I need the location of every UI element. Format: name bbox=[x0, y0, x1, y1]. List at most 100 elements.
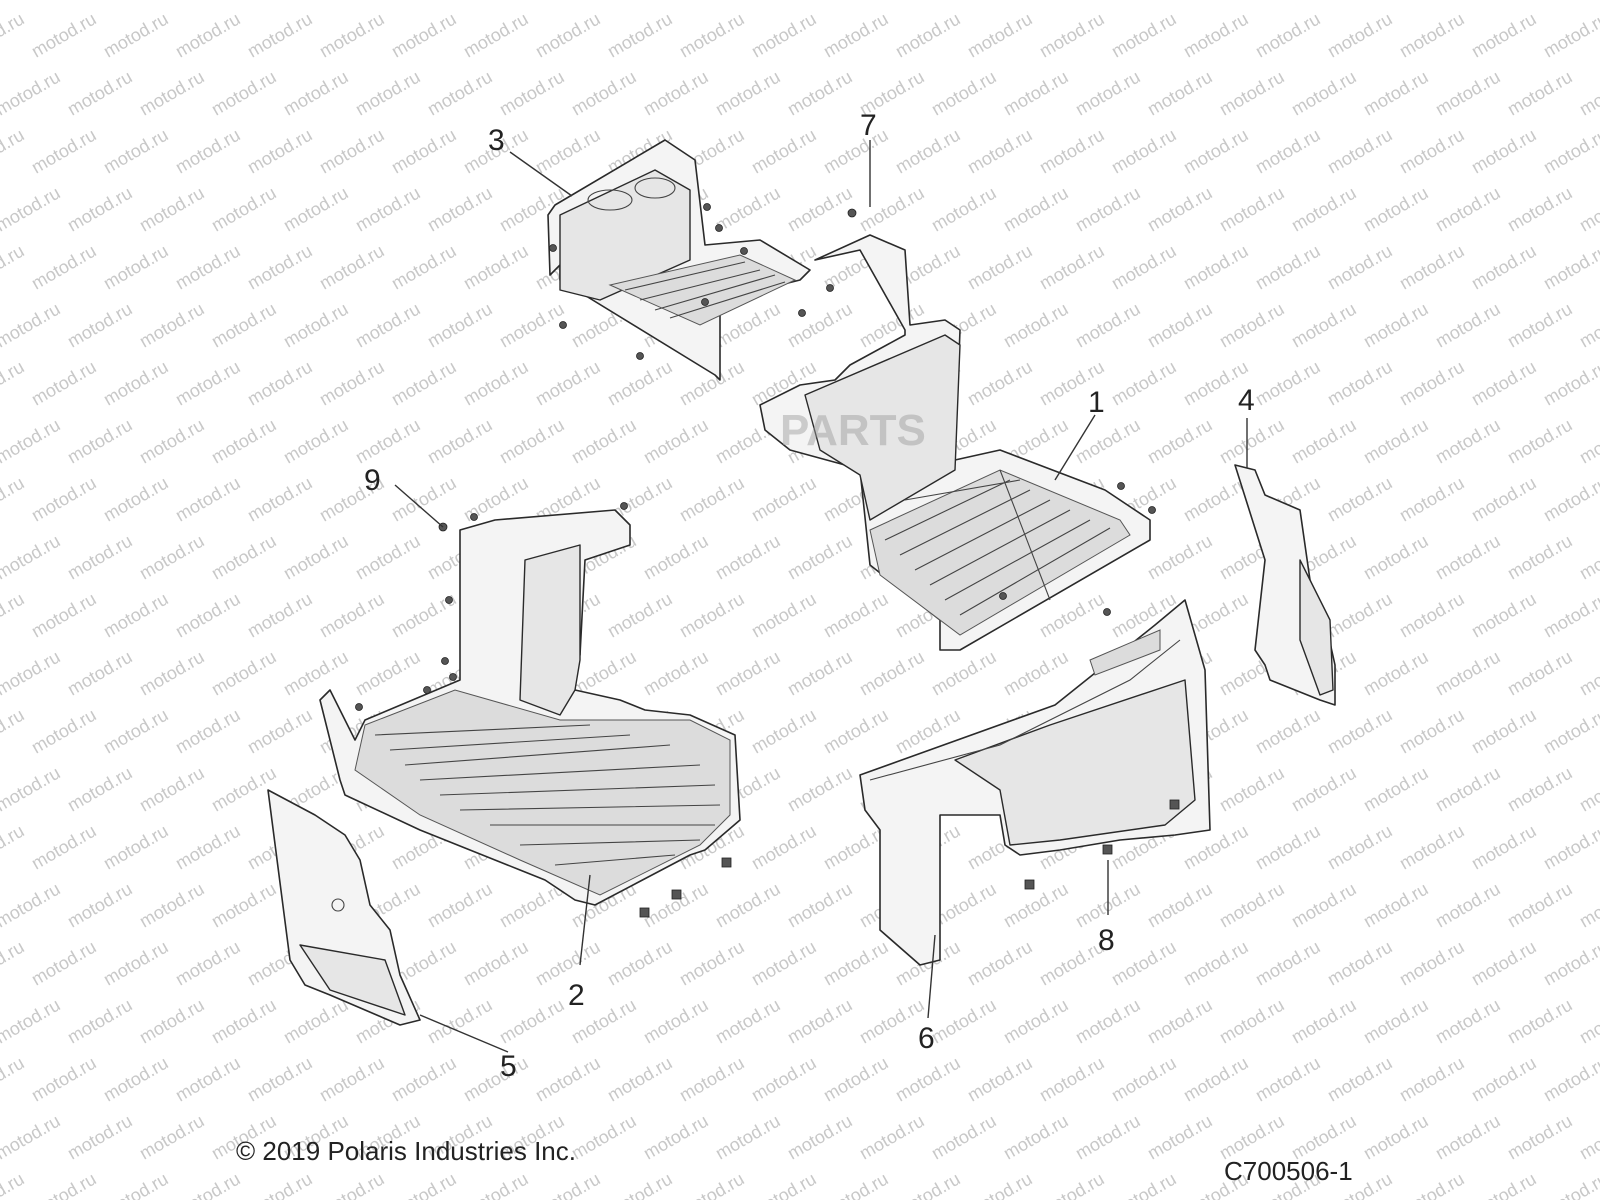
watermark-text: motod.ru bbox=[1216, 995, 1288, 1048]
watermark-text: motod.ru bbox=[64, 415, 136, 468]
watermark-text: motod.ru bbox=[244, 1169, 316, 1200]
watermark-text: motod.ru bbox=[1216, 879, 1288, 932]
watermark-text: motod.ru bbox=[532, 1169, 604, 1200]
watermark-text: motod.ru bbox=[1036, 937, 1108, 990]
watermark-text: motod.ru bbox=[640, 415, 712, 468]
watermark-text: motod.ru bbox=[0, 473, 28, 526]
watermark-text: motod.ru bbox=[712, 995, 784, 1048]
watermark-text: motod.ru bbox=[280, 415, 352, 468]
watermark-text: motod.ru bbox=[964, 125, 1036, 178]
watermark-text: motod.ru bbox=[820, 125, 892, 178]
watermark-text: motod.ru bbox=[424, 183, 496, 236]
watermark-text: motod.ru bbox=[1432, 1111, 1504, 1164]
watermark-text: motod.ru bbox=[100, 357, 172, 410]
watermark-text: motod.ru bbox=[1180, 241, 1252, 294]
watermark-text: motod.ru bbox=[1216, 415, 1288, 468]
watermark-text: motod.ru bbox=[352, 647, 424, 700]
watermark-text: motod.ru bbox=[352, 183, 424, 236]
watermark-text: motod.ru bbox=[1360, 879, 1432, 932]
watermark-text: motod.ru bbox=[0, 1053, 28, 1106]
watermark-text: motod.ru bbox=[424, 67, 496, 120]
watermark-text: motod.ru bbox=[1360, 183, 1432, 236]
watermark-text: motod.ru bbox=[424, 299, 496, 352]
watermark-text: motod.ru bbox=[172, 1053, 244, 1106]
watermark-text: motod.ru bbox=[28, 1169, 100, 1200]
watermark-text: motod.ru bbox=[568, 1111, 640, 1164]
watermark-text: motod.ru bbox=[1288, 879, 1360, 932]
watermark-text: motod.ru bbox=[28, 1053, 100, 1106]
watermark-text: motod.ru bbox=[280, 995, 352, 1048]
callout-8: 8 bbox=[1098, 924, 1115, 957]
watermark-text: motod.ru bbox=[1000, 1111, 1072, 1164]
watermark-text: motod.ru bbox=[1504, 415, 1576, 468]
watermark-text: motod.ru bbox=[388, 125, 460, 178]
watermark-text: motod.ru bbox=[1432, 647, 1504, 700]
watermark-text: motod.ru bbox=[1504, 763, 1576, 816]
watermark-text: motod.ru bbox=[1468, 241, 1540, 294]
watermark-text: motod.ru bbox=[1540, 241, 1600, 294]
callout-7: 7 bbox=[860, 109, 877, 142]
watermark-text: motod.ru bbox=[208, 647, 280, 700]
watermark-text: motod.ru bbox=[1468, 1053, 1540, 1106]
watermark-text: motod.ru bbox=[28, 125, 100, 178]
watermark-text: motod.ru bbox=[1576, 879, 1600, 932]
watermark-text: motod.ru bbox=[928, 0, 1000, 3]
watermark-text: motod.ru bbox=[1360, 67, 1432, 120]
watermark-text: motod.ru bbox=[964, 241, 1036, 294]
watermark-text: motod.ru bbox=[1360, 763, 1432, 816]
callout-5: 5 bbox=[500, 1050, 517, 1083]
watermark-text: motod.ru bbox=[1504, 0, 1576, 3]
watermark-text: motod.ru bbox=[172, 937, 244, 990]
watermark-text: motod.ru bbox=[1252, 1053, 1324, 1106]
watermark-text: motod.ru bbox=[1216, 183, 1288, 236]
watermark-text: motod.ru bbox=[1252, 357, 1324, 410]
copyright-notice: © 2019 Polaris Industries Inc. bbox=[236, 1136, 576, 1166]
watermark-text: motod.ru bbox=[208, 763, 280, 816]
watermark-text: motod.ru bbox=[1036, 241, 1108, 294]
watermark-text: motod.ru bbox=[1000, 67, 1072, 120]
watermark-text: motod.ru bbox=[964, 1169, 1036, 1200]
watermark-text: motod.ru bbox=[1540, 589, 1600, 642]
watermark-text: motod.ru bbox=[100, 821, 172, 874]
watermark-text: motod.ru bbox=[1360, 1111, 1432, 1164]
watermark-text: motod.ru bbox=[208, 415, 280, 468]
watermark-text: motod.ru bbox=[1504, 995, 1576, 1048]
watermark-text: motod.ru bbox=[352, 415, 424, 468]
watermark-text: motod.ru bbox=[748, 473, 820, 526]
watermark-text: motod.ru bbox=[1504, 647, 1576, 700]
watermark-text: motod.ru bbox=[1540, 937, 1600, 990]
watermark-text: motod.ru bbox=[1576, 995, 1600, 1048]
watermark-text: motod.ru bbox=[1396, 241, 1468, 294]
watermark-text: motod.ru bbox=[892, 125, 964, 178]
watermark-text: motod.ru bbox=[172, 241, 244, 294]
watermark-text: motod.ru bbox=[532, 1053, 604, 1106]
watermark-text: motod.ru bbox=[1144, 67, 1216, 120]
drawing-number: C700506-1 bbox=[1224, 1156, 1353, 1186]
watermark-text: motod.ru bbox=[64, 299, 136, 352]
watermark-text: motod.ru bbox=[892, 1053, 964, 1106]
watermark-text: motod.ru bbox=[1468, 821, 1540, 874]
watermark-text: motod.ru bbox=[64, 995, 136, 1048]
watermark-text: motod.ru bbox=[1576, 1111, 1600, 1164]
watermark-text: motod.ru bbox=[1540, 357, 1600, 410]
watermark-text: motod.ru bbox=[496, 995, 568, 1048]
watermark-text: motod.ru bbox=[1468, 1169, 1540, 1200]
watermark-text: motod.ru bbox=[28, 241, 100, 294]
watermark-text: motod.ru bbox=[316, 1169, 388, 1200]
watermark-text: motod.ru bbox=[1324, 241, 1396, 294]
watermark-text: motod.ru bbox=[352, 0, 424, 3]
watermark-text: motod.ru bbox=[1288, 763, 1360, 816]
watermark-text: motod.ru bbox=[388, 1169, 460, 1200]
watermark-text: motod.ru bbox=[0, 1169, 28, 1200]
watermark-text: motod.ru bbox=[0, 589, 28, 642]
watermark-text: motod.ru bbox=[1252, 125, 1324, 178]
watermark-text: motod.ru bbox=[1396, 9, 1468, 62]
watermark-text: motod.ru bbox=[1432, 415, 1504, 468]
watermark-text: motod.ru bbox=[1324, 473, 1396, 526]
watermark-text: motod.ru bbox=[856, 183, 928, 236]
watermark-text: motod.ru bbox=[1000, 299, 1072, 352]
watermark-text: motod.ru bbox=[1108, 9, 1180, 62]
watermark-text: motod.ru bbox=[1576, 299, 1600, 352]
watermark-text: motod.ru bbox=[1504, 1111, 1576, 1164]
watermark-text: motod.ru bbox=[172, 821, 244, 874]
